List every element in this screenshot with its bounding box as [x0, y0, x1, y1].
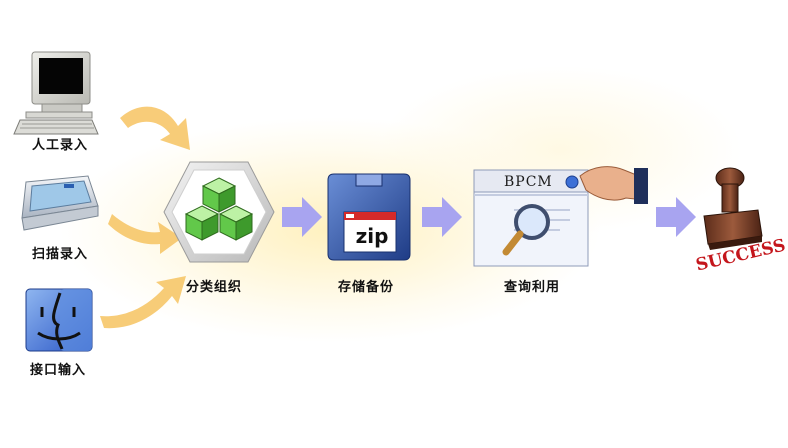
step-label-query: 查询利用 [504, 280, 561, 295]
search-window-icon [473, 166, 648, 267]
scanner-icon [21, 175, 99, 231]
input-label-manual: 人工录入 [32, 138, 89, 153]
mac-finder-icon [25, 288, 93, 352]
flow-arrow-2 [422, 197, 462, 237]
input-arrow-bottom [100, 276, 186, 329]
input-arrow-mid [108, 214, 182, 254]
zip-label: zip [355, 224, 389, 248]
computer-icon [13, 51, 99, 135]
flow-arrow-1 [282, 197, 322, 237]
step-label-backup: 存储备份 [338, 280, 395, 295]
step-label-classify: 分类组织 [186, 280, 243, 295]
stamp-icon [703, 167, 763, 250]
zip-disk-icon [327, 173, 411, 261]
cubes-icon [163, 161, 275, 263]
bpcm-label: BPCM [504, 174, 553, 190]
input-arrow-top [120, 106, 190, 150]
flow-arrow-3 [656, 197, 696, 237]
input-label-scan: 扫描录入 [32, 247, 89, 262]
input-label-interface: 接口输入 [30, 363, 87, 378]
